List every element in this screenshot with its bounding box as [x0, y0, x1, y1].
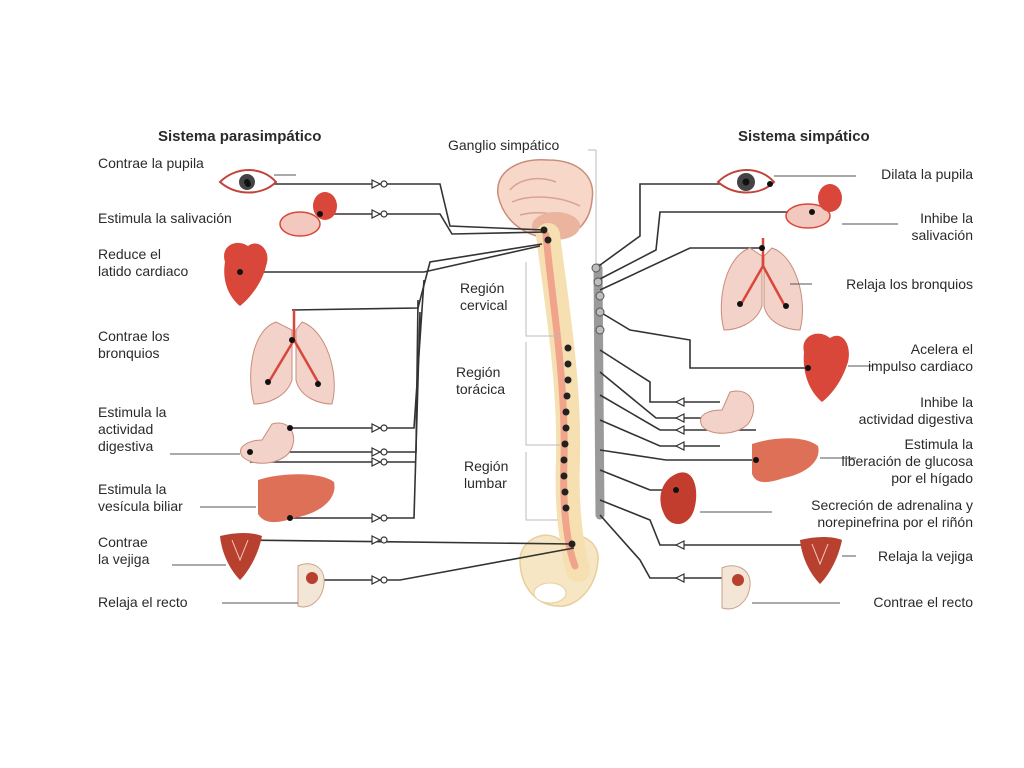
left-salivary-gland-illustration — [279, 192, 337, 237]
left-stomach-illustration — [240, 422, 294, 464]
sympathetic-nerves — [595, 183, 812, 579]
label-leader-lines — [170, 174, 898, 604]
symp-label-heart: Acelera el impulso cardiaco — [867, 341, 973, 374]
symp-label-bronchi: Relaja los bronquios — [846, 276, 973, 292]
left-heart-illustration — [224, 242, 268, 306]
ganglion-nodes — [591, 263, 605, 335]
sympathetic-header: Sistema simpático — [738, 128, 870, 145]
right-salivary-gland-illustration — [785, 184, 842, 229]
left-rectum-illustration — [297, 563, 325, 608]
pelvis-opening — [533, 582, 567, 604]
para-label-pupil: Contrae la pupila — [98, 155, 204, 171]
right-rectum-illustration — [721, 565, 751, 610]
right-bladder-illustration — [800, 537, 842, 584]
symp-label-pupil: Dilata la pupila — [881, 166, 973, 182]
symp-label-salivation: Inhibe la salivación — [911, 210, 973, 243]
parasympathetic-header: Sistema parasimpático — [158, 128, 322, 145]
right-eye-illustration — [716, 169, 776, 194]
organ-endpoint-dots — [237, 181, 815, 521]
para-label-heart: Reduce el latido cardiaco — [98, 246, 189, 279]
region-thoracic-label: Región torácica — [456, 364, 506, 397]
symp-label-bladder: Relaja la vejiga — [878, 548, 973, 564]
left-lungs-illustration — [250, 310, 335, 405]
sympathetic-synapse-arrows — [674, 397, 685, 583]
para-label-bronchi: Contrae los bronquios — [98, 328, 170, 361]
para-label-digestive: Estimula la actividad digestiva — [98, 404, 167, 454]
symp-label-liver: Estimula la liberación de glucosa por el… — [841, 436, 973, 486]
brain-illustration — [497, 159, 594, 240]
symp-label-rectum: Contrae el recto — [873, 594, 973, 610]
symp-label-digestive: Inhibe la actividad digestiva — [858, 394, 973, 427]
region-cervical-label: Región cervical — [460, 280, 508, 313]
right-stomach-illustration — [700, 390, 755, 434]
right-liver-illustration — [752, 438, 819, 483]
para-label-salivation: Estimula la salivación — [98, 210, 232, 226]
ganglion-label: Ganglio simpático — [448, 137, 560, 153]
region-brackets — [525, 149, 597, 521]
region-lumbar-label: Región lumbar — [464, 458, 509, 491]
para-label-gallbladder: Estimula la vesícula biliar — [98, 481, 183, 514]
right-heart-illustration — [803, 333, 849, 402]
left-bladder-illustration — [220, 533, 262, 580]
right-lungs-illustration — [720, 238, 803, 331]
parasympathetic-synapse-arrows — [371, 179, 388, 585]
cord-junction-dots — [540, 226, 576, 548]
right-kidney-illustration — [660, 472, 697, 525]
sympathetic-ganglia-chain — [593, 263, 605, 520]
symp-label-kidney: Secreción de adrenalina y norepinefrina … — [811, 497, 973, 530]
para-label-bladder: Contrae la vejiga — [98, 534, 150, 567]
para-label-rectum: Relaja el recto — [98, 594, 188, 610]
spinal-column — [536, 223, 590, 582]
left-liver-illustration — [258, 474, 335, 523]
